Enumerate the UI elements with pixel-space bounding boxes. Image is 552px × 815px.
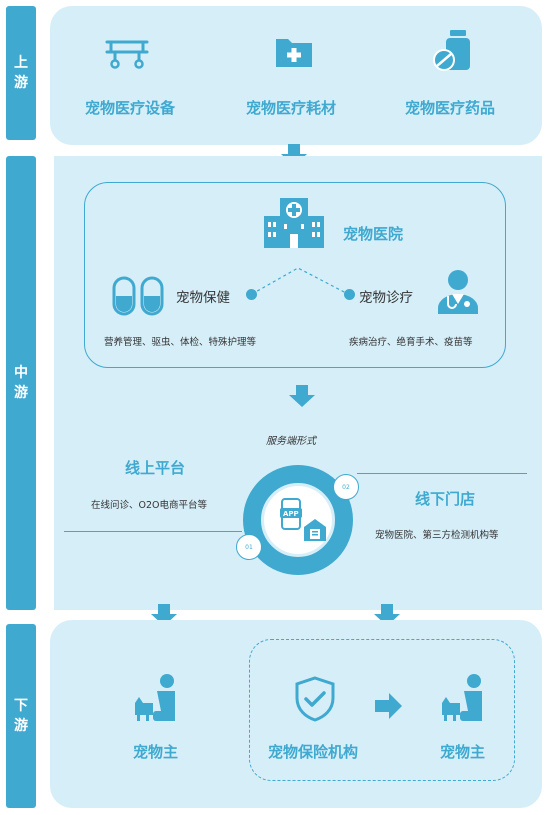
arrow-right-icon bbox=[375, 693, 402, 719]
insurance-dashed-box bbox=[249, 639, 515, 781]
pet-owner-icon bbox=[135, 674, 175, 721]
capsule-icon bbox=[112, 276, 164, 316]
doctor-icon bbox=[438, 270, 478, 314]
arrow-down-icon bbox=[151, 604, 177, 626]
sidebar-upstream-char2: 游 bbox=[14, 75, 28, 91]
arrow-down-icon bbox=[281, 144, 307, 166]
sidebar-midstream-char1: 中 bbox=[14, 365, 28, 381]
arrow-down-icon bbox=[374, 604, 400, 626]
diagnosis-desc: 疾病治疗、绝育手术、疫苗等 bbox=[349, 337, 473, 348]
offline-badge: 02 bbox=[333, 474, 359, 500]
diagnosis-dot bbox=[344, 289, 355, 300]
medical-kit-icon bbox=[276, 39, 312, 67]
service-form-label: 服务端形式 bbox=[266, 436, 316, 447]
pet-owner-right-label: 宠物主 bbox=[440, 743, 486, 761]
arrow-down-icon bbox=[289, 385, 315, 407]
care-desc: 营养管理、驱虫、体检、特殊护理等 bbox=[104, 337, 257, 348]
pet-owner-icon bbox=[442, 674, 482, 721]
sidebar-upstream-char1: 上 bbox=[14, 55, 28, 71]
hospital-connector bbox=[251, 267, 349, 295]
sidebar-midstream: 中 游 bbox=[6, 156, 36, 610]
sidebar-downstream-char2: 游 bbox=[14, 718, 28, 734]
pet-hospital-label: 宠物医院 bbox=[343, 225, 404, 243]
online-line bbox=[64, 531, 242, 532]
shield-check-icon bbox=[295, 676, 335, 722]
pet-owner-left-label: 宠物主 bbox=[133, 743, 179, 761]
hospital-building-icon bbox=[264, 198, 324, 248]
sidebar-downstream: 下 游 bbox=[6, 624, 36, 808]
hospital-bed-icon bbox=[105, 40, 149, 69]
sidebar-midstream-char2: 游 bbox=[14, 385, 28, 401]
store-icon bbox=[304, 519, 326, 541]
online-badge: 01 bbox=[236, 534, 262, 560]
phone-app-icon bbox=[280, 498, 302, 530]
care-dot bbox=[246, 289, 257, 300]
upstream-item-drugs: 宠物医疗药品 bbox=[405, 99, 496, 117]
upstream-item-consumables: 宠物医疗耗材 bbox=[246, 99, 337, 117]
offline-store-desc: 宠物医院、第三方检测机构等 bbox=[375, 530, 499, 541]
online-platform-desc: 在线问诊、O2O电商平台等 bbox=[91, 500, 207, 511]
pet-hospital-box bbox=[84, 182, 506, 368]
upstream-panel bbox=[50, 6, 542, 145]
medicine-bottle-icon bbox=[433, 30, 470, 71]
sidebar-upstream: 上 游 bbox=[6, 6, 36, 140]
upstream-item-equipment: 宠物医疗设备 bbox=[85, 99, 176, 117]
online-badge-number: 01 bbox=[245, 543, 253, 551]
insurance-label: 宠物保险机构 bbox=[268, 743, 359, 761]
app-label: APP bbox=[283, 510, 299, 518]
sidebar-downstream-char1: 下 bbox=[14, 698, 28, 714]
offline-store-title: 线下门店 bbox=[415, 490, 476, 508]
offline-line bbox=[357, 473, 527, 474]
offline-badge-number: 02 bbox=[342, 483, 350, 491]
online-platform-title: 线上平台 bbox=[125, 459, 186, 477]
diagnosis-title: 宠物诊疗 bbox=[359, 290, 413, 306]
care-title: 宠物保健 bbox=[176, 290, 230, 306]
